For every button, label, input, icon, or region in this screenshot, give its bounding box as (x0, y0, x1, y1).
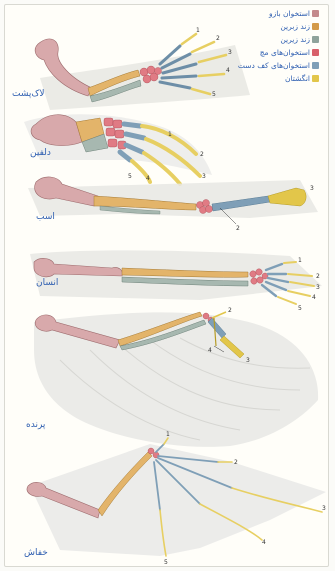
legend-swatch-metacarpals (312, 62, 319, 69)
svg-text:5: 5 (212, 91, 216, 98)
horse-leg: 32 (28, 177, 318, 232)
svg-text:2: 2 (216, 35, 220, 42)
svg-text:3: 3 (202, 173, 206, 180)
svg-text:3: 3 (322, 505, 326, 512)
human-arm: 1 2 34 5 (30, 250, 322, 312)
svg-text:2: 2 (316, 273, 320, 280)
svg-text:5: 5 (298, 305, 302, 312)
turtle-limb: 1 2 3 4 5 (35, 27, 250, 110)
legend-swatch-humerus (312, 10, 319, 17)
legend-label-ulna: زند زیرین (280, 35, 310, 44)
svg-text:4: 4 (262, 539, 266, 546)
svg-text:5: 5 (164, 559, 168, 566)
svg-text:1: 1 (196, 27, 200, 34)
svg-text:2: 2 (200, 151, 204, 158)
label-horse: اسب (36, 212, 55, 222)
label-human: انسان (36, 278, 58, 288)
svg-text:1: 1 (298, 257, 302, 264)
svg-text:3: 3 (316, 284, 320, 291)
legend-label-metacarpals: استخوان‌های کف دست (238, 61, 310, 70)
bat-wing: 1 2 3 4 5 (27, 431, 326, 566)
bird-wing: 2 3 4 (34, 307, 318, 447)
legend-label-carpals: استخوان‌های مچ (260, 48, 310, 57)
svg-text:3: 3 (310, 185, 314, 192)
svg-text:4: 4 (226, 67, 230, 74)
svg-text:3: 3 (228, 49, 232, 56)
svg-text:1: 1 (166, 431, 170, 438)
svg-text:4: 4 (146, 175, 150, 182)
label-turtle: لاک‌پشت (12, 89, 45, 99)
svg-text:4: 4 (312, 294, 316, 301)
svg-text:2: 2 (236, 225, 240, 232)
label-dolphin: دلفین (30, 148, 51, 158)
dolphin-flipper: 1 2 3 4 5 (24, 114, 212, 184)
legend-label-humerus: استخوان بازو (269, 9, 310, 18)
legend-swatch-ulna (312, 36, 319, 43)
label-bird: پرنده (26, 420, 45, 430)
legend-label-phalanges: انگشتان (285, 74, 310, 83)
svg-text:1: 1 (168, 131, 172, 138)
svg-text:4: 4 (208, 347, 212, 354)
legend-label-radius: زند زبرین (280, 22, 310, 31)
legend-swatch-phalanges (312, 75, 319, 82)
svg-text:2: 2 (228, 307, 232, 314)
label-bat: خفاش (24, 548, 48, 558)
svg-text:2: 2 (234, 459, 238, 466)
svg-text:5: 5 (128, 173, 132, 180)
legend-swatch-carpals (312, 49, 319, 56)
legend-swatch-radius (312, 23, 319, 30)
svg-text:3: 3 (246, 357, 250, 364)
